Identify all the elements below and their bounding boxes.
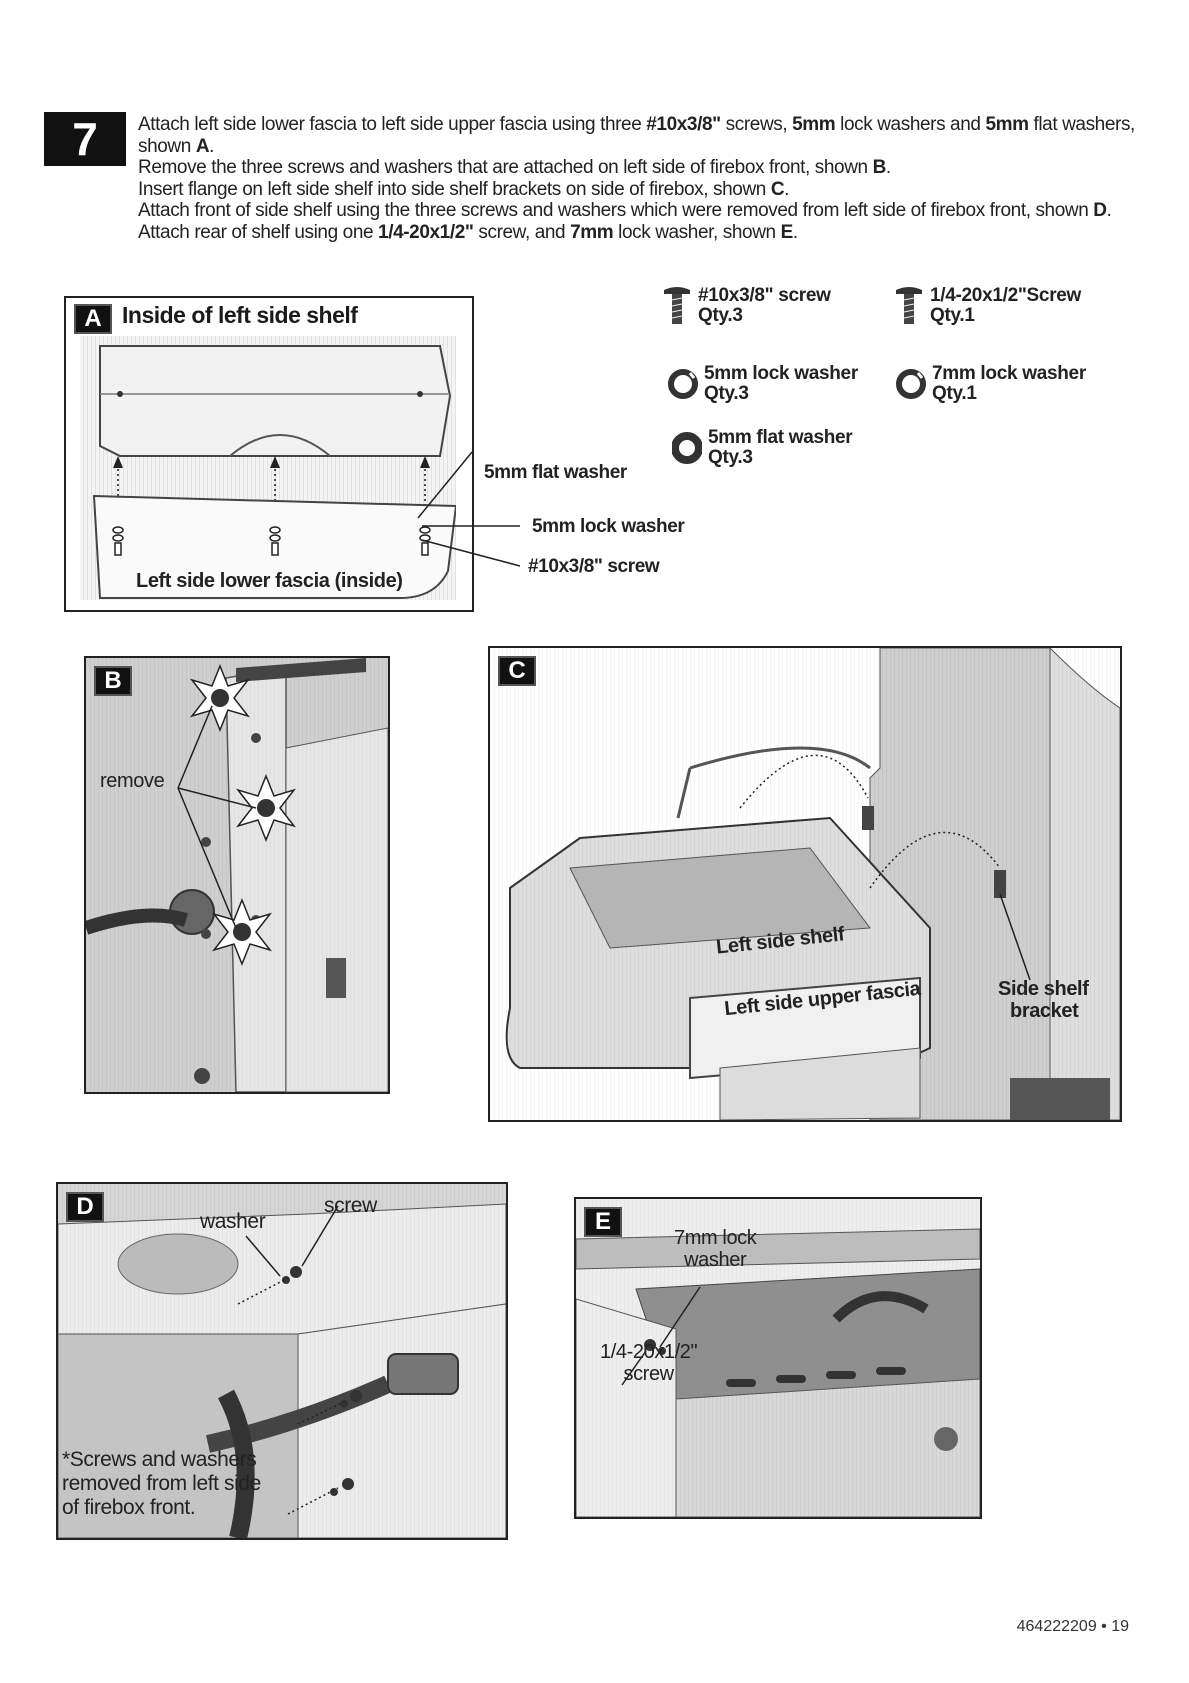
instruction-emphasis: C (770, 178, 785, 200)
panel-a-title: Inside of left side shelf (122, 302, 358, 328)
panel-e-attach-shelf-rear: E 7mm lock washer 1/4-20x1/2" screw (574, 1197, 982, 1519)
instruction-emphasis: 5mm (985, 114, 1029, 135)
lock-washer-icon (668, 369, 698, 399)
part-qty: Qty.1 (932, 383, 977, 404)
shelf-insertion-illustration (490, 648, 1120, 1120)
panel-a-leader-lines (417, 451, 521, 567)
screw-line-1: 1/4-20x1/2" (600, 1341, 698, 1363)
note-line-1: *Screws and washers (62, 1448, 257, 1471)
panel-e-label: E (584, 1207, 622, 1237)
screw-label: screw (324, 1194, 377, 1217)
panel-c-label: C (498, 656, 536, 686)
callout-lock-washer: 5mm lock washer (532, 516, 685, 537)
quarter-20-screw-label: 1/4-20x1/2" screw (600, 1341, 698, 1385)
part-name: #10x3/8" screw (698, 285, 831, 306)
instruction-line-4: Attach front of side shelf using the thr… (138, 200, 1112, 221)
panel-d-attach-shelf-front: D washer screw *Screws and washers remov… (56, 1182, 508, 1540)
part-name: 5mm lock washer (704, 363, 858, 384)
step-instructions: Attach left side lower fascia to left si… (138, 114, 1138, 243)
flat-washer-icon (672, 432, 702, 464)
side-shelf-bracket-label-1: Side shelf (998, 978, 1089, 1000)
shelf-front-attachment-illustration (58, 1184, 506, 1538)
part-name: 7mm lock washer (932, 363, 1086, 384)
part-qty: Qty.3 (708, 447, 753, 468)
panel-a-illustration (80, 336, 456, 600)
note-line-3: of firebox front. (62, 1496, 196, 1519)
part-qty: Qty.1 (930, 305, 975, 326)
panel-d-label: D (66, 1192, 104, 1222)
instruction-emphasis: B (872, 157, 887, 178)
side-shelf-bracket-label-2: bracket (1010, 1000, 1079, 1022)
panel-a-title-bar: A Inside of left side shelf (66, 298, 472, 334)
7mm-lock-washer-label: 7mm lock washer (674, 1227, 757, 1271)
lock-line-2: washer (684, 1249, 747, 1271)
lock-washer-icon (896, 369, 926, 399)
part-name: 5mm flat washer (708, 427, 853, 448)
callout-flat-washer: 5mm flat washer (484, 462, 627, 483)
instruction-emphasis: 1/4-20x1/2" (378, 221, 474, 243)
part-qty: Qty.3 (704, 383, 749, 404)
removed-hardware-note: *Screws and washers removed from left si… (62, 1448, 261, 1520)
panel-a-label: A (74, 304, 112, 334)
part-name: 1/4-20x1/2"Screw (930, 285, 1082, 306)
panel-b-remove-screws: B remove (84, 656, 390, 1094)
callout-remove: remove (100, 770, 165, 792)
instruction-emphasis: #10x3/8" (646, 114, 721, 135)
panel-c-insert-shelf: C Left side shelf Left side upper fascia… (488, 646, 1122, 1122)
part-qty: Qty.3 (698, 305, 743, 326)
instruction-emphasis: 5mm (792, 114, 836, 135)
firebox-front-illustration (86, 658, 388, 1092)
instruction-line-1: Attach left side lower fascia to left si… (138, 114, 1135, 157)
instruction-line-5: Attach rear of shelf using one 1/4-20x1/… (138, 221, 798, 243)
panel-b-label: B (94, 666, 132, 696)
lock-line-1: 7mm lock (674, 1227, 757, 1249)
washer-label: washer (200, 1210, 266, 1233)
instruction-line-2: Remove the three screws and washers that… (138, 157, 891, 178)
shelf-rear-attachment-illustration (576, 1199, 980, 1517)
screw-line-2: screw (623, 1363, 674, 1385)
panel-a-inside-left-side-shelf: A Inside of left side shelf (64, 296, 474, 612)
note-line-2: removed from left side (62, 1472, 261, 1495)
step-number-badge: 7 (44, 112, 126, 166)
callout-screw: #10x3/8" screw (528, 556, 660, 577)
lower-fascia-label: Left side lower fascia (inside) (136, 570, 403, 592)
screw-icon (896, 287, 922, 324)
shelf-fascia-diagram (92, 345, 456, 599)
instruction-line-3: Insert flange on left side shelf into si… (138, 178, 790, 200)
instruction-emphasis: A (195, 135, 210, 157)
instruction-emphasis: 7mm (570, 221, 614, 243)
screw-icon (664, 287, 690, 324)
instruction-emphasis: D (1093, 200, 1107, 221)
instruction-emphasis: E (780, 221, 794, 243)
page-footer: 464222209 • 19 (1016, 1618, 1129, 1635)
